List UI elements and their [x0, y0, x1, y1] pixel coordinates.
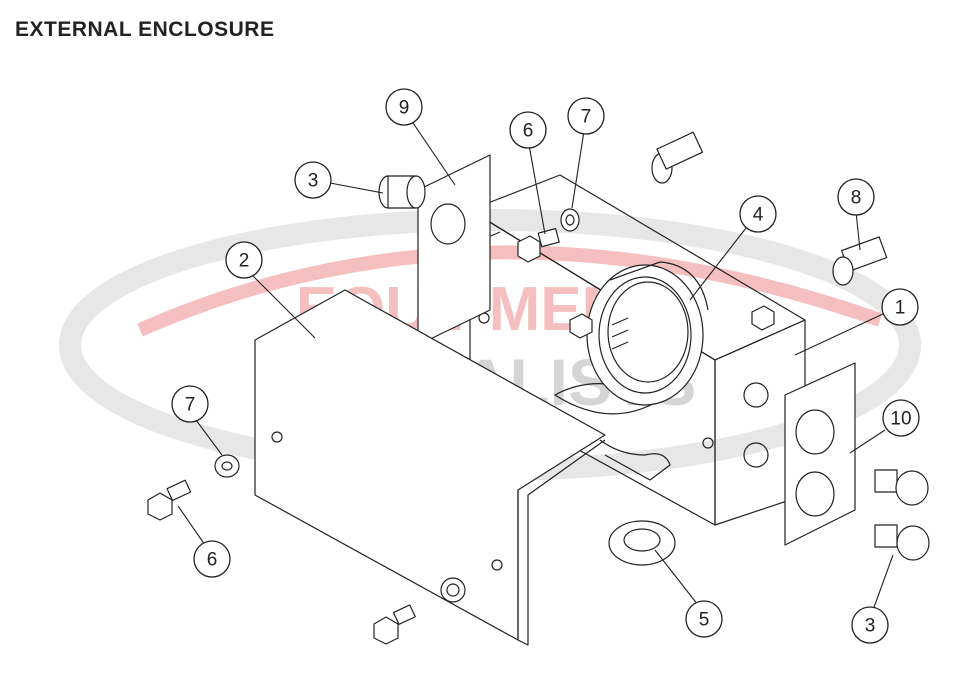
part-bracket-plate [254, 289, 671, 646]
part-washer-left [214, 454, 240, 478]
leader-lines [177, 119, 894, 611]
callout-6-left: 6 [193, 540, 231, 578]
callout-10: 10 [882, 399, 920, 437]
part-box-nut [569, 305, 775, 339]
part-connector-right-lower [874, 524, 930, 561]
svg-text:4: 4 [753, 205, 764, 226]
svg-text:2: 2 [239, 251, 250, 272]
svg-text:3: 3 [308, 171, 319, 192]
callout-1: 1 [881, 288, 919, 326]
callout-6-top: 6 [509, 111, 547, 149]
part-grommet [608, 520, 676, 566]
svg-text:3: 3 [865, 616, 876, 637]
callout-7-top: 7 [567, 97, 605, 135]
part-bushing-top [651, 131, 704, 184]
callout-4: 4 [739, 195, 777, 233]
part-gasket-left [417, 154, 491, 346]
svg-text:7: 7 [185, 395, 196, 416]
svg-text:9: 9 [399, 98, 410, 119]
svg-text:1: 1 [895, 298, 906, 319]
svg-text:10: 10 [890, 409, 911, 430]
callout-7-left: 7 [171, 385, 209, 423]
svg-text:6: 6 [523, 121, 534, 142]
callout-3-top: 3 [294, 161, 332, 199]
svg-text:6: 6 [207, 550, 218, 571]
part-gasket-right [784, 362, 856, 546]
callout-3-bottom: 3 [851, 606, 889, 644]
part-washer-top [560, 208, 580, 232]
part-connector-top [378, 175, 426, 209]
svg-text:7: 7 [581, 107, 592, 128]
svg-text:5: 5 [699, 610, 710, 631]
callout-9: 9 [385, 88, 423, 126]
part-connector-right-upper [874, 469, 929, 506]
part-bolt-bottom [373, 604, 416, 645]
part-round-housing [586, 261, 709, 406]
page-title: EXTERNAL ENCLOSURE [15, 18, 275, 41]
callout-8: 8 [837, 178, 875, 216]
callout-2: 2 [225, 241, 263, 279]
svg-text:8: 8 [851, 188, 862, 209]
part-bolt-top [517, 227, 560, 263]
callout-5: 5 [685, 600, 723, 638]
part-spacer-tube [832, 236, 888, 286]
part-bolt-left [147, 479, 192, 521]
